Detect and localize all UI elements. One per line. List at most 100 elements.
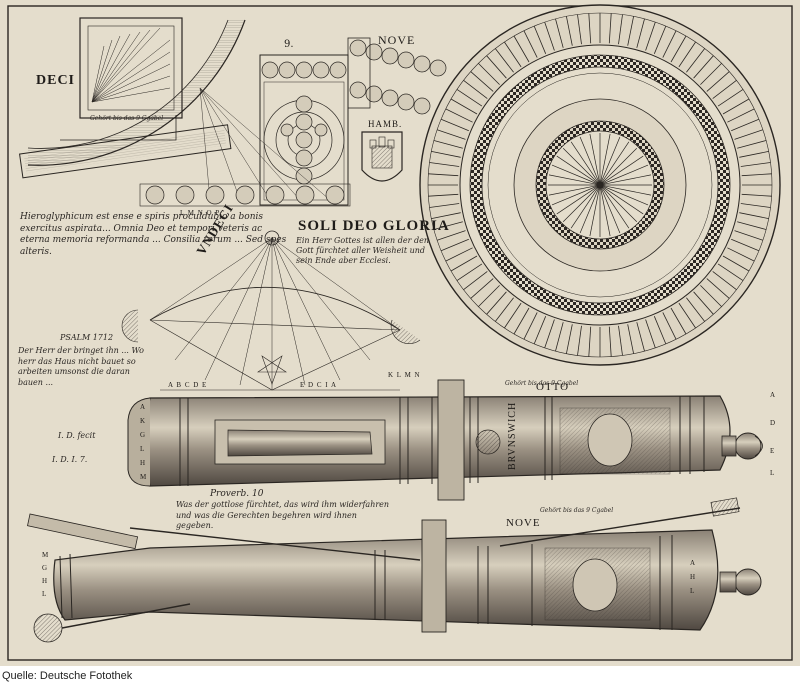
dial-ray	[579, 136, 599, 182]
dial-ray	[450, 255, 478, 272]
dial-ray	[555, 18, 564, 48]
dial-ray	[577, 325, 582, 356]
dial-ray	[562, 187, 598, 223]
dial-ray	[686, 297, 706, 322]
dial-ray	[603, 185, 652, 196]
hamburg-shield	[361, 131, 403, 182]
dial-ray	[494, 297, 514, 322]
dial-ray	[445, 108, 473, 123]
deci-quadrant	[19, 17, 246, 179]
dial-ray	[494, 48, 514, 73]
dial-ray	[740, 203, 771, 208]
proverb-text: Was der gottlose fürchtet, das wird ihm …	[176, 500, 390, 530]
dial-ray	[693, 55, 714, 79]
gunner-quadrant	[121, 230, 421, 391]
dial-ray	[600, 188, 611, 237]
dial-ray	[678, 41, 696, 68]
dial-ray	[504, 302, 522, 329]
dial-ray	[717, 89, 744, 107]
dial-ray	[577, 14, 582, 45]
dial-ray	[693, 291, 714, 315]
dial-ray	[570, 141, 599, 182]
dial-ray	[579, 188, 599, 234]
cannon-upper	[127, 379, 763, 501]
note-gehort-nove: Gehört bis das 9 Cgabel	[540, 507, 614, 514]
dial-ray	[727, 108, 755, 123]
dial-ray	[645, 21, 656, 51]
dial-ray	[589, 133, 600, 182]
dial-ray	[712, 271, 737, 291]
dial-ray	[627, 324, 634, 354]
dial-ray	[551, 186, 597, 206]
left-letter-a: A	[140, 403, 147, 411]
dial-ray	[662, 312, 677, 340]
dial-ray	[600, 133, 611, 182]
dial-ray	[470, 278, 494, 299]
image-credit: Quelle: Deutsche Fotothek	[2, 670, 133, 682]
label-hamb: HAMB.	[368, 119, 403, 129]
dial-ray	[433, 140, 463, 149]
psalm-text: Der Herr der bringet ihn ... Wo herr das…	[18, 346, 144, 387]
dial-ray	[602, 187, 638, 223]
right-letter-h2: H	[690, 573, 697, 581]
dial-ray	[548, 174, 597, 185]
dial-ray	[734, 129, 764, 140]
dial-ray	[731, 238, 760, 252]
dial-ray	[653, 25, 667, 54]
dial-ray	[566, 324, 573, 354]
dial-ray	[627, 16, 634, 46]
label-soli-deo-gloria: SOLI DEO GLORIA	[298, 218, 450, 234]
dial-ray	[523, 30, 538, 58]
dial-ray	[544, 21, 555, 51]
dial-ray	[739, 151, 769, 158]
dial-ray	[486, 55, 507, 79]
dial-ray	[544, 319, 555, 349]
dial-ray	[463, 79, 488, 99]
latin-inscription: Hieroglyphicum est ense e spiris proculd…	[20, 212, 287, 257]
dial-ray	[566, 16, 573, 46]
plate-border	[7, 5, 793, 661]
left-letter-m2: M	[42, 551, 50, 559]
dial-ray	[463, 271, 488, 291]
right-letter-d: D	[770, 419, 777, 427]
dial-ray	[653, 316, 667, 345]
scale-letters-3: E D C I A	[300, 381, 337, 389]
dial-ray	[601, 188, 621, 234]
dial-ray	[436, 129, 466, 140]
dial-ray	[727, 247, 755, 262]
dial-ray	[662, 30, 677, 58]
note-proverb-ref: Proverb. 10	[210, 489, 264, 499]
engraving-drawing	[7, 4, 793, 661]
ring-diagram	[139, 37, 447, 207]
dial-ray	[740, 162, 771, 167]
label-nine: 9.	[284, 39, 294, 50]
dial-ray	[440, 118, 469, 132]
dial-ray	[486, 291, 507, 315]
dial-ray	[601, 141, 630, 182]
soli-deo-text: Ein Herr Gottes ist allen der den Gott f…	[296, 236, 429, 265]
dial-ray	[603, 164, 649, 184]
right-letter-l: L	[770, 469, 776, 477]
note-psalm: PSALM 1712	[60, 333, 114, 342]
left-letter-m: M	[140, 473, 148, 481]
dial-ray	[741, 173, 772, 177]
dial-ray	[678, 302, 696, 329]
note-jd-date: I. D. I. 7.	[52, 455, 88, 464]
dial-ray	[602, 147, 638, 183]
dial-ray	[555, 322, 564, 352]
dial-ray	[645, 319, 656, 349]
dial-ray	[556, 155, 597, 184]
dial-ray	[470, 71, 494, 92]
dial-ray	[739, 212, 769, 219]
dial-ray	[722, 255, 750, 272]
dial-ray	[618, 325, 623, 356]
dial-ray	[428, 193, 459, 197]
dial-ray	[556, 186, 597, 215]
dial-ray	[431, 212, 461, 219]
dial-ray	[731, 118, 760, 132]
dial-ray	[636, 322, 645, 352]
dial-ray	[712, 79, 737, 99]
dial-ray	[588, 13, 592, 44]
dial-ray	[551, 164, 597, 184]
dial-ray	[589, 188, 600, 237]
